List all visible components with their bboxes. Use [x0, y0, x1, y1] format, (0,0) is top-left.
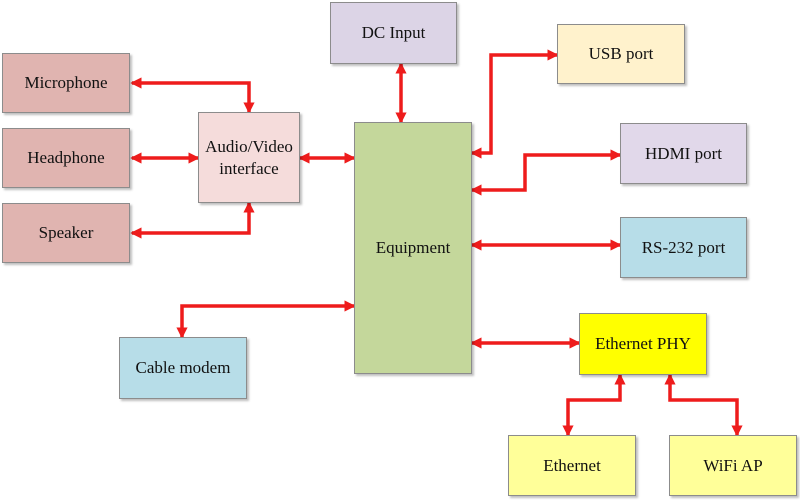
ethernet-phy-block: Ethernet PHY [579, 313, 707, 375]
equipment-label: Equipment [375, 238, 451, 258]
usb-port-label: USB port [588, 44, 654, 64]
wire-equipment-hdmi [470, 149, 622, 196]
wire-microphone-av [130, 77, 255, 114]
ethernet-phy-label: Ethernet PHY [595, 334, 691, 354]
wire-speaker-av [130, 201, 255, 239]
microphone-label: Microphone [24, 73, 108, 93]
speaker-block: Speaker [2, 203, 130, 263]
ethernet-label: Ethernet [543, 455, 601, 475]
wifi-ap-label: WiFi AP [703, 455, 763, 475]
dc-input-block: DC Input [330, 2, 457, 64]
rs232-port-block: RS-232 port [620, 217, 747, 278]
usb-port-block: USB port [557, 24, 685, 84]
cable-modem-block: Cable modem [119, 337, 247, 399]
wifi-ap-block: WiFi AP [669, 435, 797, 496]
wire-equipment-cable-modem [176, 300, 356, 339]
microphone-block: Microphone [2, 53, 130, 113]
rs232-port-label: RS-232 port [641, 237, 726, 257]
speaker-label: Speaker [38, 223, 94, 243]
headphone-block: Headphone [2, 128, 130, 188]
dc-input-label: DC Input [361, 23, 426, 43]
equipment-block: Equipment [354, 122, 472, 374]
av-interface-block: Audio/Video interface [198, 112, 300, 203]
wire-phy-ethernet [562, 373, 626, 437]
hdmi-port-block: HDMI port [620, 123, 747, 184]
headphone-label: Headphone [27, 148, 105, 168]
wire-equipment-usb [470, 49, 559, 159]
av-interface-label: Audio/Video interface [205, 137, 293, 178]
cable-modem-label: Cable modem [135, 358, 231, 378]
ethernet-block: Ethernet [508, 435, 636, 496]
hdmi-port-label: HDMI port [645, 143, 722, 163]
wire-phy-wifi [664, 373, 743, 437]
